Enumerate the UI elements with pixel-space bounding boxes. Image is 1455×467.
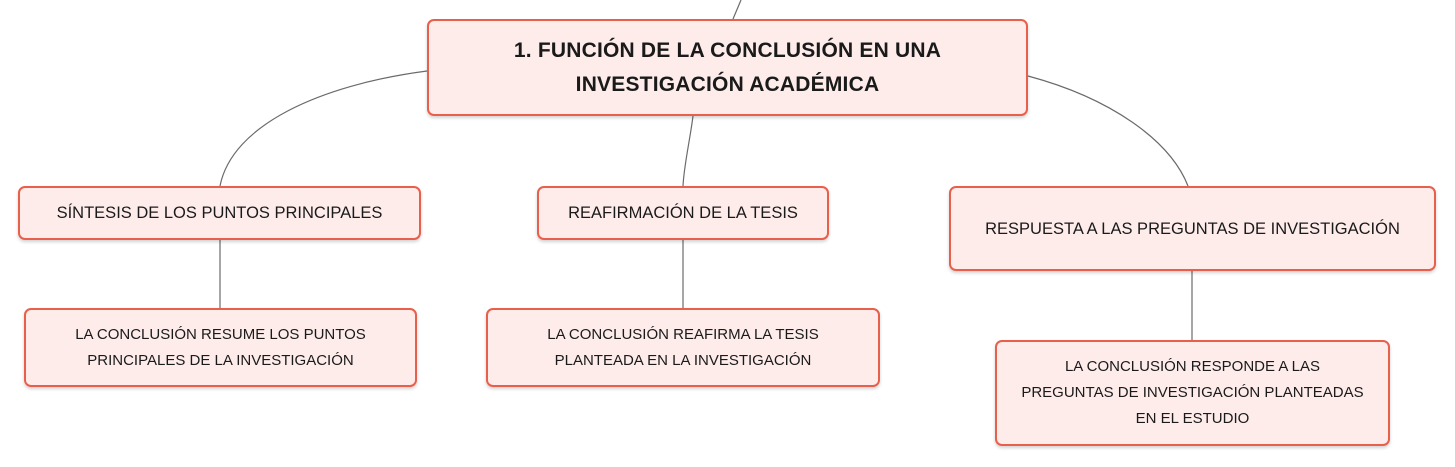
subtopic-node-synthesis[interactable]: LA CONCLUSIÓN RESUME LOS PUNTOS PRINCIPA… [24,308,417,387]
topic-label: SÍNTESIS DE LOS PUNTOS PRINCIPALES [56,204,383,222]
topic-label: RESPUESTA A LAS PREGUNTAS DE INVESTIGACI… [985,219,1400,238]
topic-node-synthesis[interactable]: SÍNTESIS DE LOS PUNTOS PRINCIPALES [18,186,421,240]
connector-root-to-topic-1 [219,70,428,187]
subtopic-node-research-questions[interactable]: LA CONCLUSIÓN RESPONDE A LAS PREGUNTAS D… [995,340,1390,446]
topic-node-research-questions[interactable]: RESPUESTA A LAS PREGUNTAS DE INVESTIGACI… [949,186,1436,271]
central-topic-node[interactable]: 1. FUNCIÓN DE LA CONCLUSIÓN EN UNA INVES… [427,19,1028,116]
topic-node-thesis[interactable]: REAFIRMACIÓN DE LA TESIS [537,186,829,240]
connector-root-to-topic-3 [1027,75,1189,187]
central-topic-label: 1. FUNCIÓN DE LA CONCLUSIÓN EN UNA INVES… [513,38,942,96]
connector-parent-to-root [732,0,742,20]
subtopic-label: LA CONCLUSIÓN RESUME LOS PUNTOS PRINCIPA… [75,325,366,369]
subtopic-label: LA CONCLUSIÓN RESPONDE A LAS PREGUNTAS D… [1021,358,1364,427]
subtopic-label: LA CONCLUSIÓN REAFIRMA LA TESIS PLANTEAD… [547,325,819,369]
topic-label: REAFIRMACIÓN DE LA TESIS [568,204,798,222]
connector-root-to-topic-2 [682,115,694,187]
subtopic-node-thesis[interactable]: LA CONCLUSIÓN REAFIRMA LA TESIS PLANTEAD… [486,308,880,387]
